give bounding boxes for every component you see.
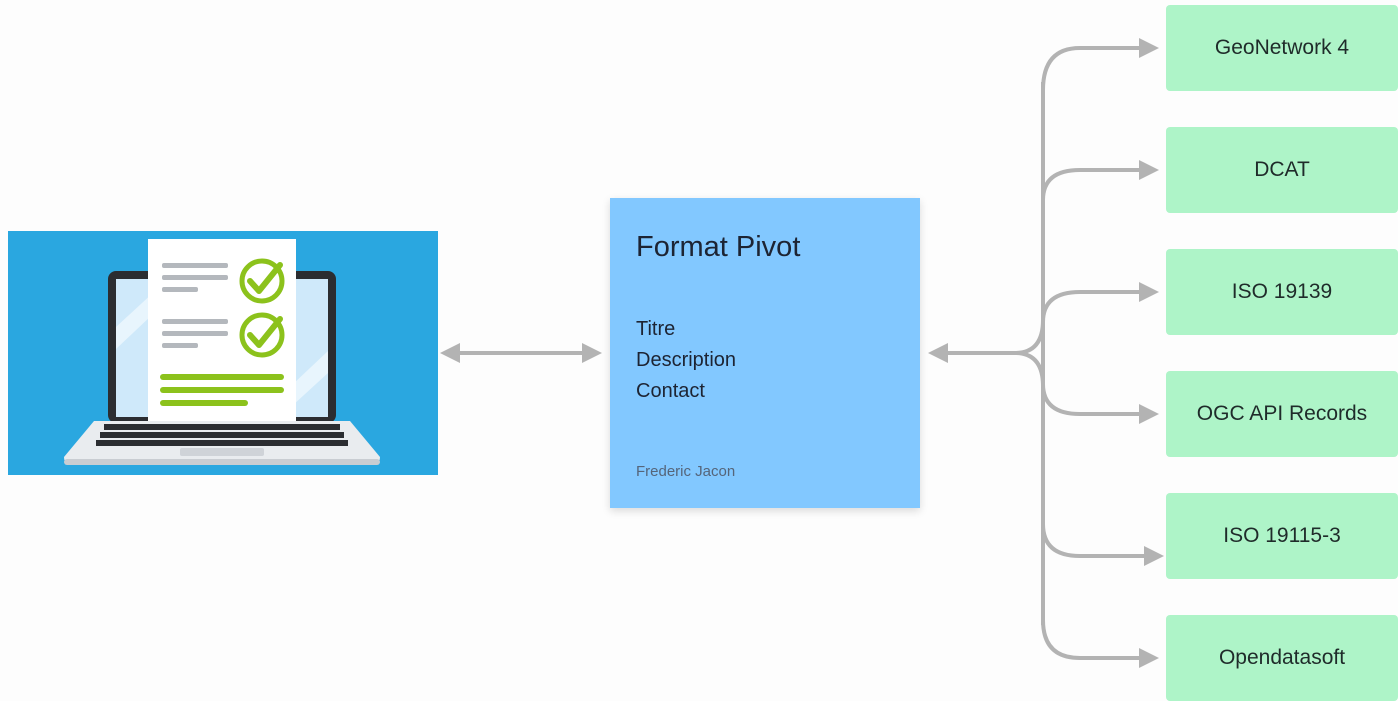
pivot-field-description: Description xyxy=(636,349,737,371)
target-ogc-api-records: OGC API Records xyxy=(1166,371,1398,457)
target-label: OGC API Records xyxy=(1196,402,1368,425)
pivot-field-contact: Contact xyxy=(636,380,705,402)
target-label: GeoNetwork 4 xyxy=(1214,36,1350,59)
target-label: ISO 19115-3 xyxy=(1223,524,1341,547)
target-opendatasoft: Opendatasoft xyxy=(1166,615,1398,701)
target-geonetwork-4: GeoNetwork 4 xyxy=(1166,5,1398,91)
target-label: DCAT xyxy=(1254,158,1310,181)
laptop-checklist-icon xyxy=(8,231,438,475)
pivot-field-list: Titre Description Contact xyxy=(636,314,894,407)
pivot-format-card: Format Pivot Titre Description Contact F… xyxy=(610,198,920,508)
branch-iso19115-3 xyxy=(1041,523,1164,566)
branch-geonetwork xyxy=(1041,38,1159,91)
target-iso-19139: ISO 19139 xyxy=(1166,249,1398,335)
branch-dcat xyxy=(1041,160,1159,201)
pivot-title: Format Pivot xyxy=(636,231,801,263)
pivot-field-titre: Titre xyxy=(636,318,676,340)
branch-ogc-api-records xyxy=(1041,383,1159,424)
branch-opendatasoft xyxy=(1041,619,1159,668)
target-iso-19115-3: ISO 19115-3 xyxy=(1166,493,1398,579)
branch-iso19139 xyxy=(1041,282,1159,323)
branch-join-lower xyxy=(1014,351,1045,387)
branch-join-upper xyxy=(1014,319,1045,355)
pivot-author: Frederic Jacon xyxy=(636,463,736,480)
target-label: ISO 19139 xyxy=(1231,280,1333,303)
target-dcat: DCAT xyxy=(1166,127,1398,213)
target-label: Opendatasoft xyxy=(1218,646,1346,669)
